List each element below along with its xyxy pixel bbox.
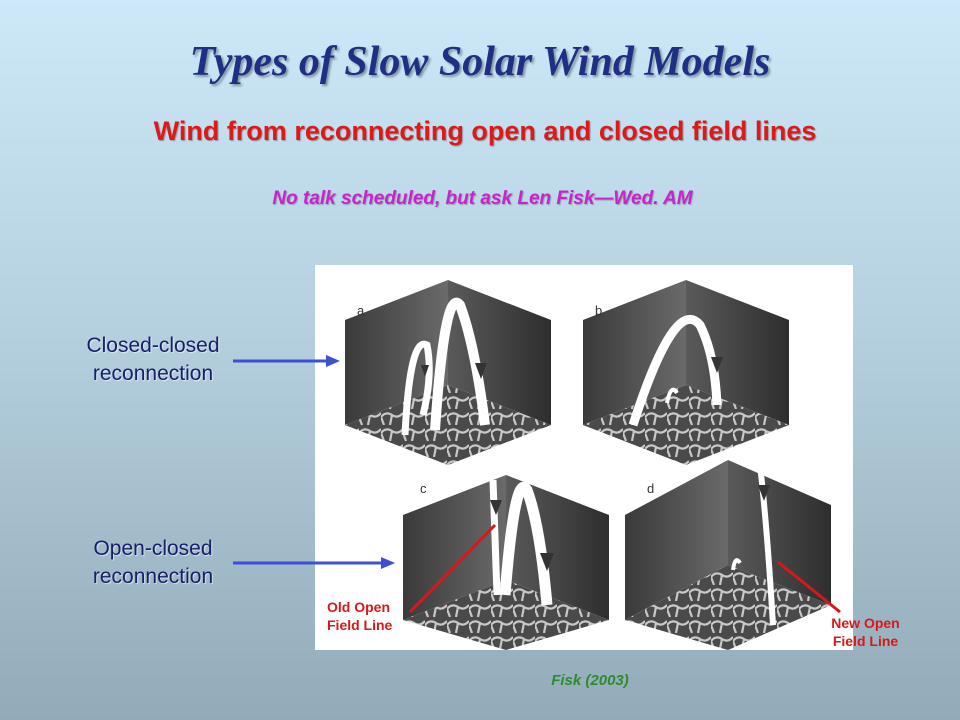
- old-open-field-line-callout: Old Open Field Line: [327, 598, 392, 634]
- citation: Fisk (2003): [551, 672, 629, 689]
- panel-letter-b: b: [595, 303, 602, 318]
- panel-letter-c: c: [420, 481, 427, 496]
- open-closed-line1: Open-closed: [93, 537, 213, 560]
- open-closed-line2: reconnection: [92, 565, 214, 588]
- closed-closed-line1: Closed-closed: [86, 334, 220, 357]
- old-open-line2: Field Line: [327, 617, 393, 633]
- panel-c: c: [403, 475, 609, 650]
- panel-letter-a: a: [357, 303, 365, 318]
- new-open-line2: Field Line: [832, 633, 899, 649]
- closed-closed-label: Closed-closed reconnection: [68, 332, 238, 388]
- fisk-reconnection-figure: a b c: [315, 265, 853, 650]
- panel-b: b: [583, 280, 789, 465]
- slide-title: Types of Slow Solar Wind Models: [189, 39, 771, 85]
- open-closed-label: Open-closed reconnection: [68, 535, 238, 591]
- new-open-leader-line: [777, 560, 841, 614]
- old-open-line1: Old Open: [327, 599, 390, 615]
- open-closed-arrowhead: [381, 557, 395, 569]
- talk-note: No talk scheduled, but ask Len Fisk—Wed.…: [272, 188, 693, 209]
- figure-drawing: a b c: [345, 280, 831, 650]
- new-open-field-line-callout: New Open Field Line: [808, 614, 923, 650]
- panel-d: d: [625, 460, 831, 650]
- closed-closed-line2: reconnection: [92, 362, 214, 385]
- slide-subtitle: Wind from reconnecting open and closed f…: [153, 116, 817, 146]
- new-open-line1: New Open: [831, 615, 900, 631]
- panel-letter-d: d: [647, 481, 654, 496]
- closed-closed-arrowhead: [326, 355, 340, 367]
- panel-a: a: [345, 280, 551, 465]
- old-open-leader-line: [408, 523, 497, 614]
